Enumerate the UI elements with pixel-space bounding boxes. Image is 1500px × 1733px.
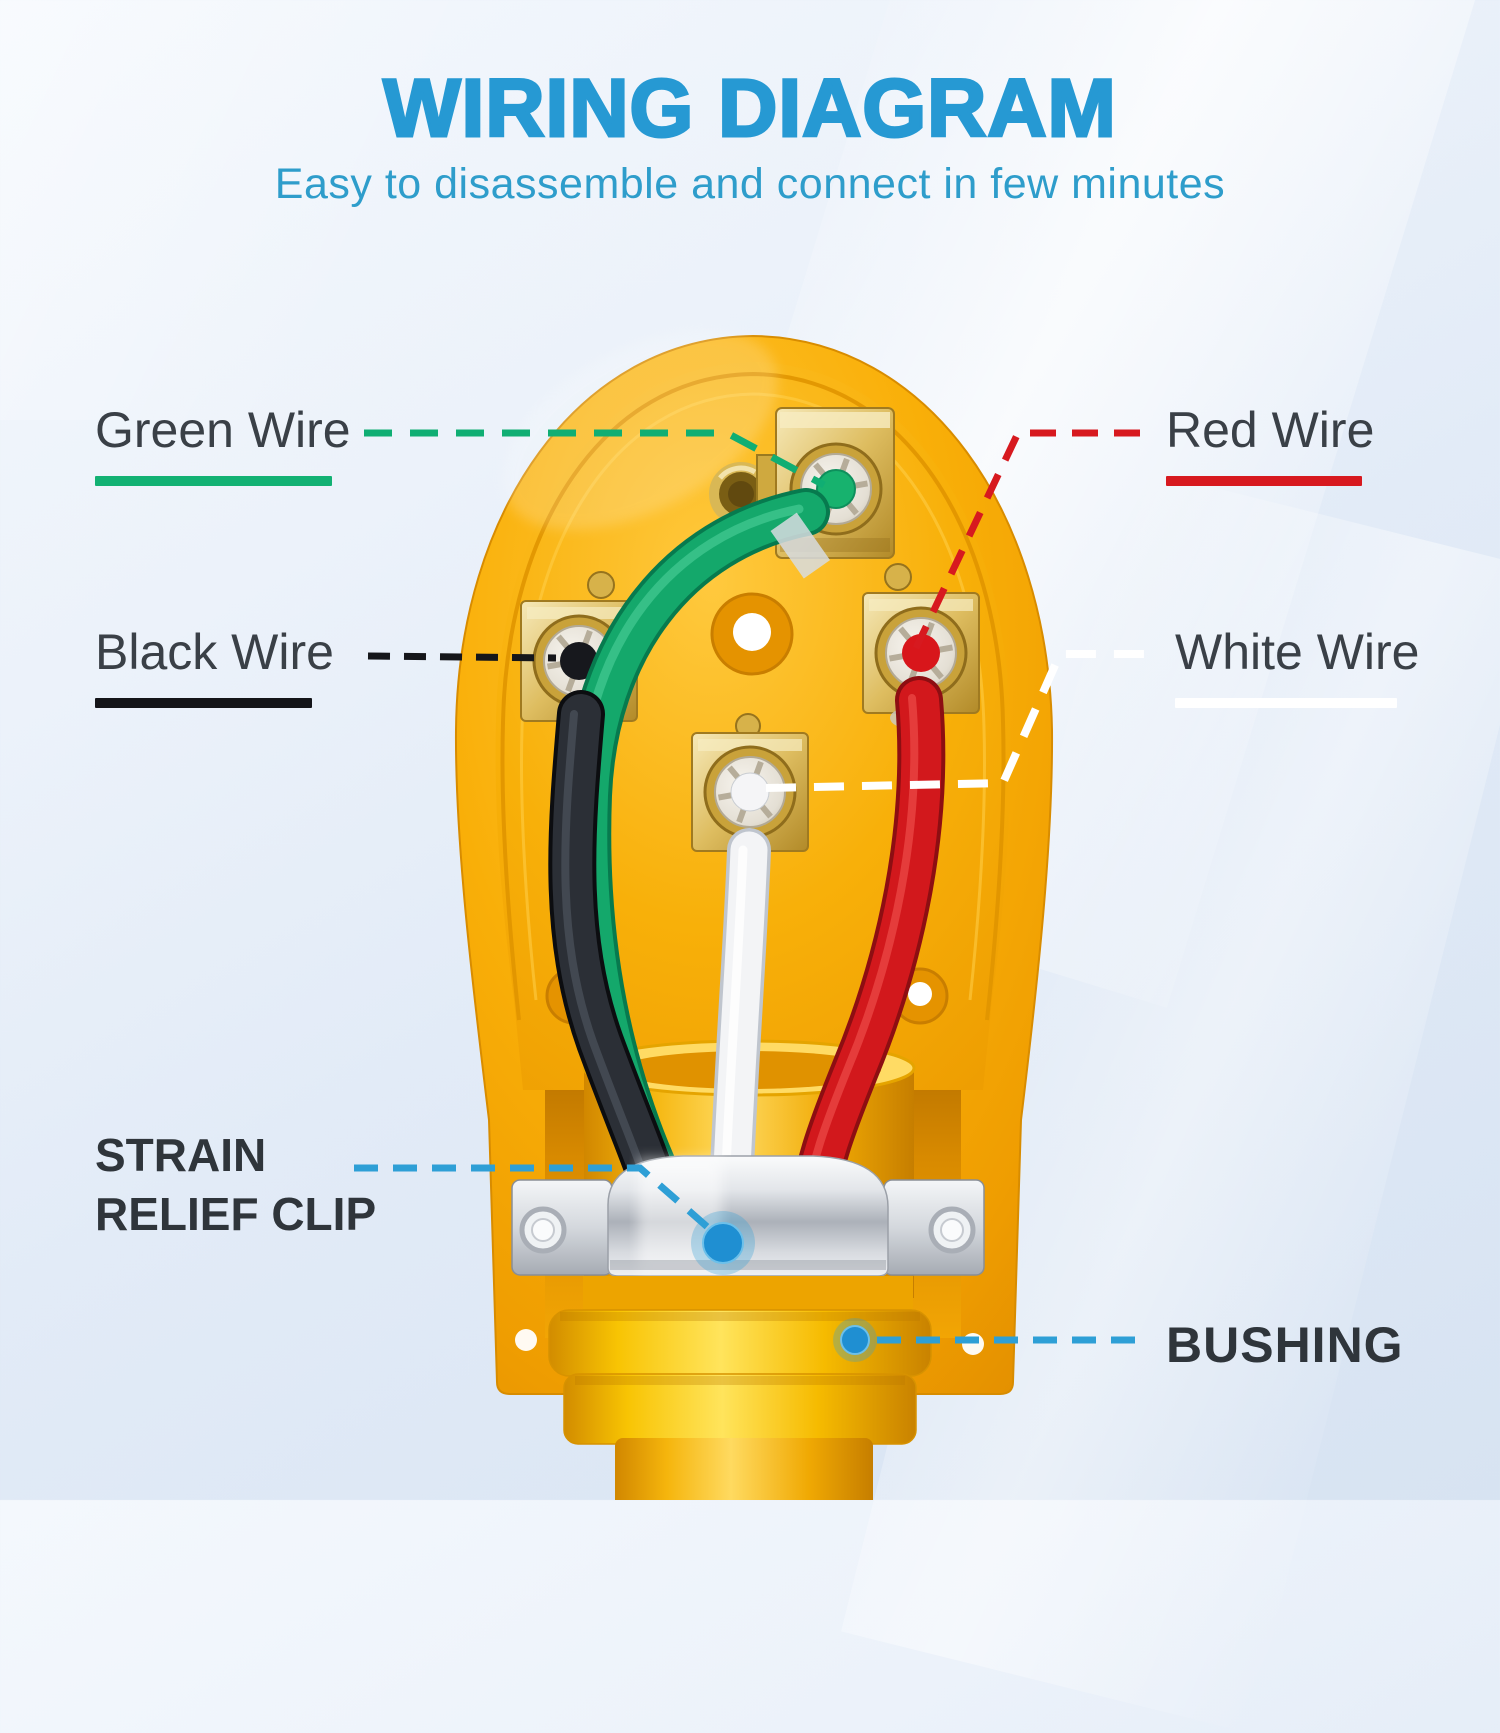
bushing <box>548 1276 932 1445</box>
bushing-label: BUSHING <box>1166 1317 1404 1373</box>
callout-strain-relief-clip: STRAIN RELIEF CLIP <box>95 1126 435 1244</box>
white-wire-leader-line <box>765 650 1148 792</box>
page-title: WIRING DIAGRAM <box>382 62 1118 156</box>
green-wire-label: Green Wire <box>95 402 351 458</box>
callout-bushing: BUSHING <box>1166 1316 1404 1374</box>
red-wire-label: Red Wire <box>1166 402 1375 458</box>
callout-black-wire: Black Wire <box>95 623 334 708</box>
white-wire-label: White Wire <box>1175 624 1420 680</box>
black-wire-leader-line <box>367 652 557 662</box>
green-wire-leader-line <box>364 429 826 489</box>
callout-white-wire: White Wire <box>1175 623 1419 708</box>
callout-red-wire: Red Wire <box>1166 401 1374 486</box>
black-wire-underline <box>95 698 312 708</box>
black-wire-label: Black Wire <box>95 624 334 680</box>
cord <box>615 1438 873 1500</box>
strain-relief-clip-label: STRAIN RELIEF CLIP <box>95 1129 377 1240</box>
white-wire-underline <box>1175 698 1397 708</box>
white-terminal <box>691 713 809 865</box>
bushing-marker-dot <box>833 1318 877 1362</box>
center-screw-hole <box>710 592 794 676</box>
plug-wiring-illustration <box>354 330 1148 1500</box>
strain-relief-clip <box>511 1155 985 1277</box>
red-wire-underline <box>1166 476 1362 486</box>
callout-green-wire: Green Wire <box>95 401 351 486</box>
white-wire <box>709 828 771 1214</box>
green-wire-underline <box>95 476 332 486</box>
page-subtitle: Easy to disassemble and connect in few m… <box>274 160 1226 208</box>
strain-relief-leader-line <box>354 1164 723 1241</box>
red-wire <box>791 676 946 1219</box>
strain-relief-marker-dot <box>691 1211 755 1275</box>
black-wire <box>548 690 680 1216</box>
